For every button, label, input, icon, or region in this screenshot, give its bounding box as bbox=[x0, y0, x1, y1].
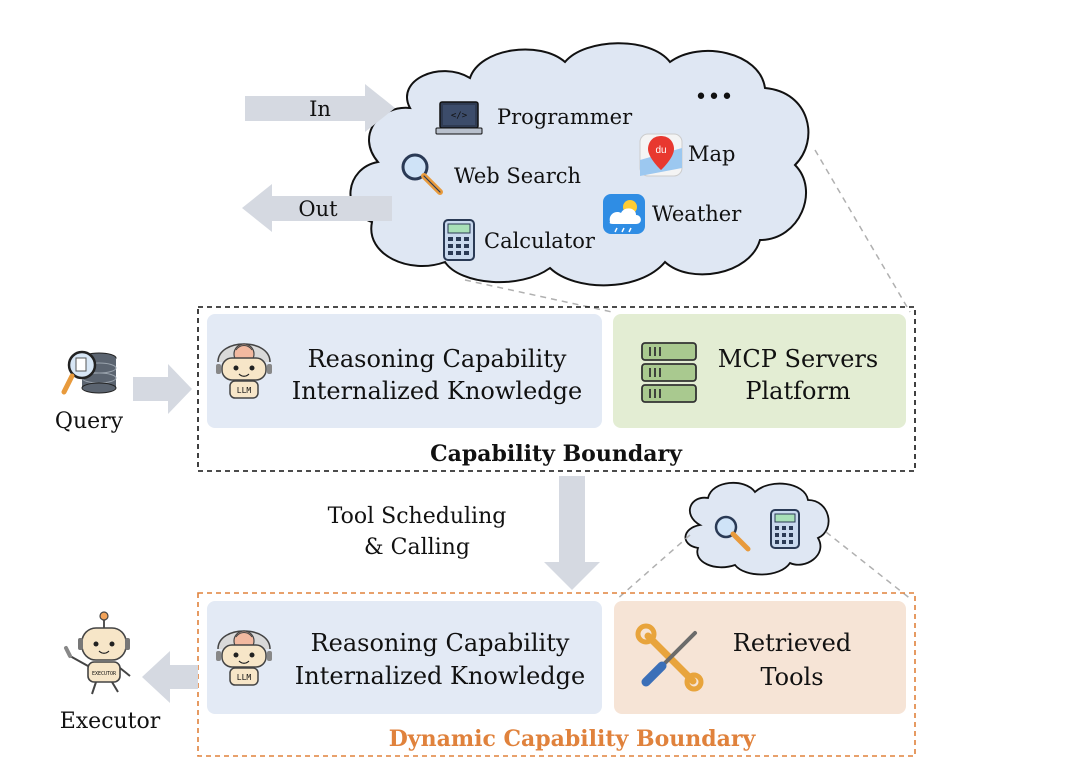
zoom-line-right bbox=[814, 149, 911, 313]
map-badge-text: du bbox=[655, 145, 666, 156]
calculator-label: Calculator bbox=[484, 229, 596, 253]
query-database-icon bbox=[61, 350, 117, 395]
retrieved-tools-line2: Tools bbox=[760, 663, 823, 691]
weather-icon bbox=[603, 194, 645, 234]
out-label: Out bbox=[298, 197, 338, 221]
llm-bottom-line1: Reasoning Capability bbox=[311, 629, 570, 657]
programmer-label: Programmer bbox=[497, 105, 633, 129]
search-icon-small bbox=[714, 515, 751, 552]
scheduling-line2: & Calling bbox=[364, 535, 470, 560]
in-label: In bbox=[309, 97, 331, 121]
svg-text:</>: </> bbox=[451, 111, 468, 121]
web-search-label: Web Search bbox=[454, 164, 581, 188]
zoom-line-small-right bbox=[825, 531, 913, 601]
web-search-icon bbox=[401, 153, 443, 195]
map-label: Map bbox=[688, 142, 735, 166]
more-tools-ellipsis: ••• bbox=[695, 85, 734, 110]
llm-badge-bottom: LLM bbox=[237, 673, 252, 682]
llm-robot-icon-bottom: LLM bbox=[216, 630, 272, 686]
weather-label: Weather bbox=[652, 202, 742, 226]
dynamic-boundary-label: Dynamic Capability Boundary bbox=[389, 726, 757, 752]
calculator-icon-small bbox=[770, 509, 800, 549]
zoom-line-small-left bbox=[615, 534, 691, 601]
executor-label: Executor bbox=[60, 709, 161, 734]
capability-boundary-label: Capability Boundary bbox=[430, 441, 683, 467]
retrieved-tools-line1: Retrieved bbox=[733, 629, 851, 657]
scheduling-line1: Tool Scheduling bbox=[328, 504, 507, 529]
executor-robot-icon: EXECUTOR bbox=[64, 611, 131, 695]
calculator-icon-top bbox=[443, 219, 475, 261]
llm-bottom-line2: Internalized Knowledge bbox=[295, 662, 585, 690]
mcp-line2: Platform bbox=[745, 377, 851, 405]
executor-badge: EXECUTOR bbox=[92, 671, 117, 677]
llm-robot-icon-top: LLM bbox=[216, 343, 272, 399]
llm-box-bottom bbox=[207, 601, 602, 714]
retrieved-tools-box bbox=[614, 601, 906, 714]
out-arrow: Out bbox=[242, 184, 392, 232]
query-arrow bbox=[133, 364, 192, 414]
tools-wrench-screwdriver-icon bbox=[635, 623, 704, 692]
scheduling-down-arrow bbox=[544, 476, 600, 590]
retrieved-tools-cloud bbox=[684, 481, 830, 576]
llm-top-line1: Reasoning Capability bbox=[308, 345, 567, 373]
llm-badge-top: LLM bbox=[237, 386, 252, 395]
llm-box-top bbox=[207, 314, 602, 428]
llm-top-line2: Internalized Knowledge bbox=[292, 377, 582, 405]
in-arrow: In bbox=[245, 84, 395, 132]
mcp-line1: MCP Servers bbox=[718, 345, 878, 373]
server-rack-icon bbox=[641, 342, 697, 403]
programmer-icon: </> bbox=[435, 101, 483, 135]
map-icon: du bbox=[639, 133, 683, 177]
query-label: Query bbox=[55, 409, 124, 434]
executor-arrow bbox=[142, 651, 198, 703]
